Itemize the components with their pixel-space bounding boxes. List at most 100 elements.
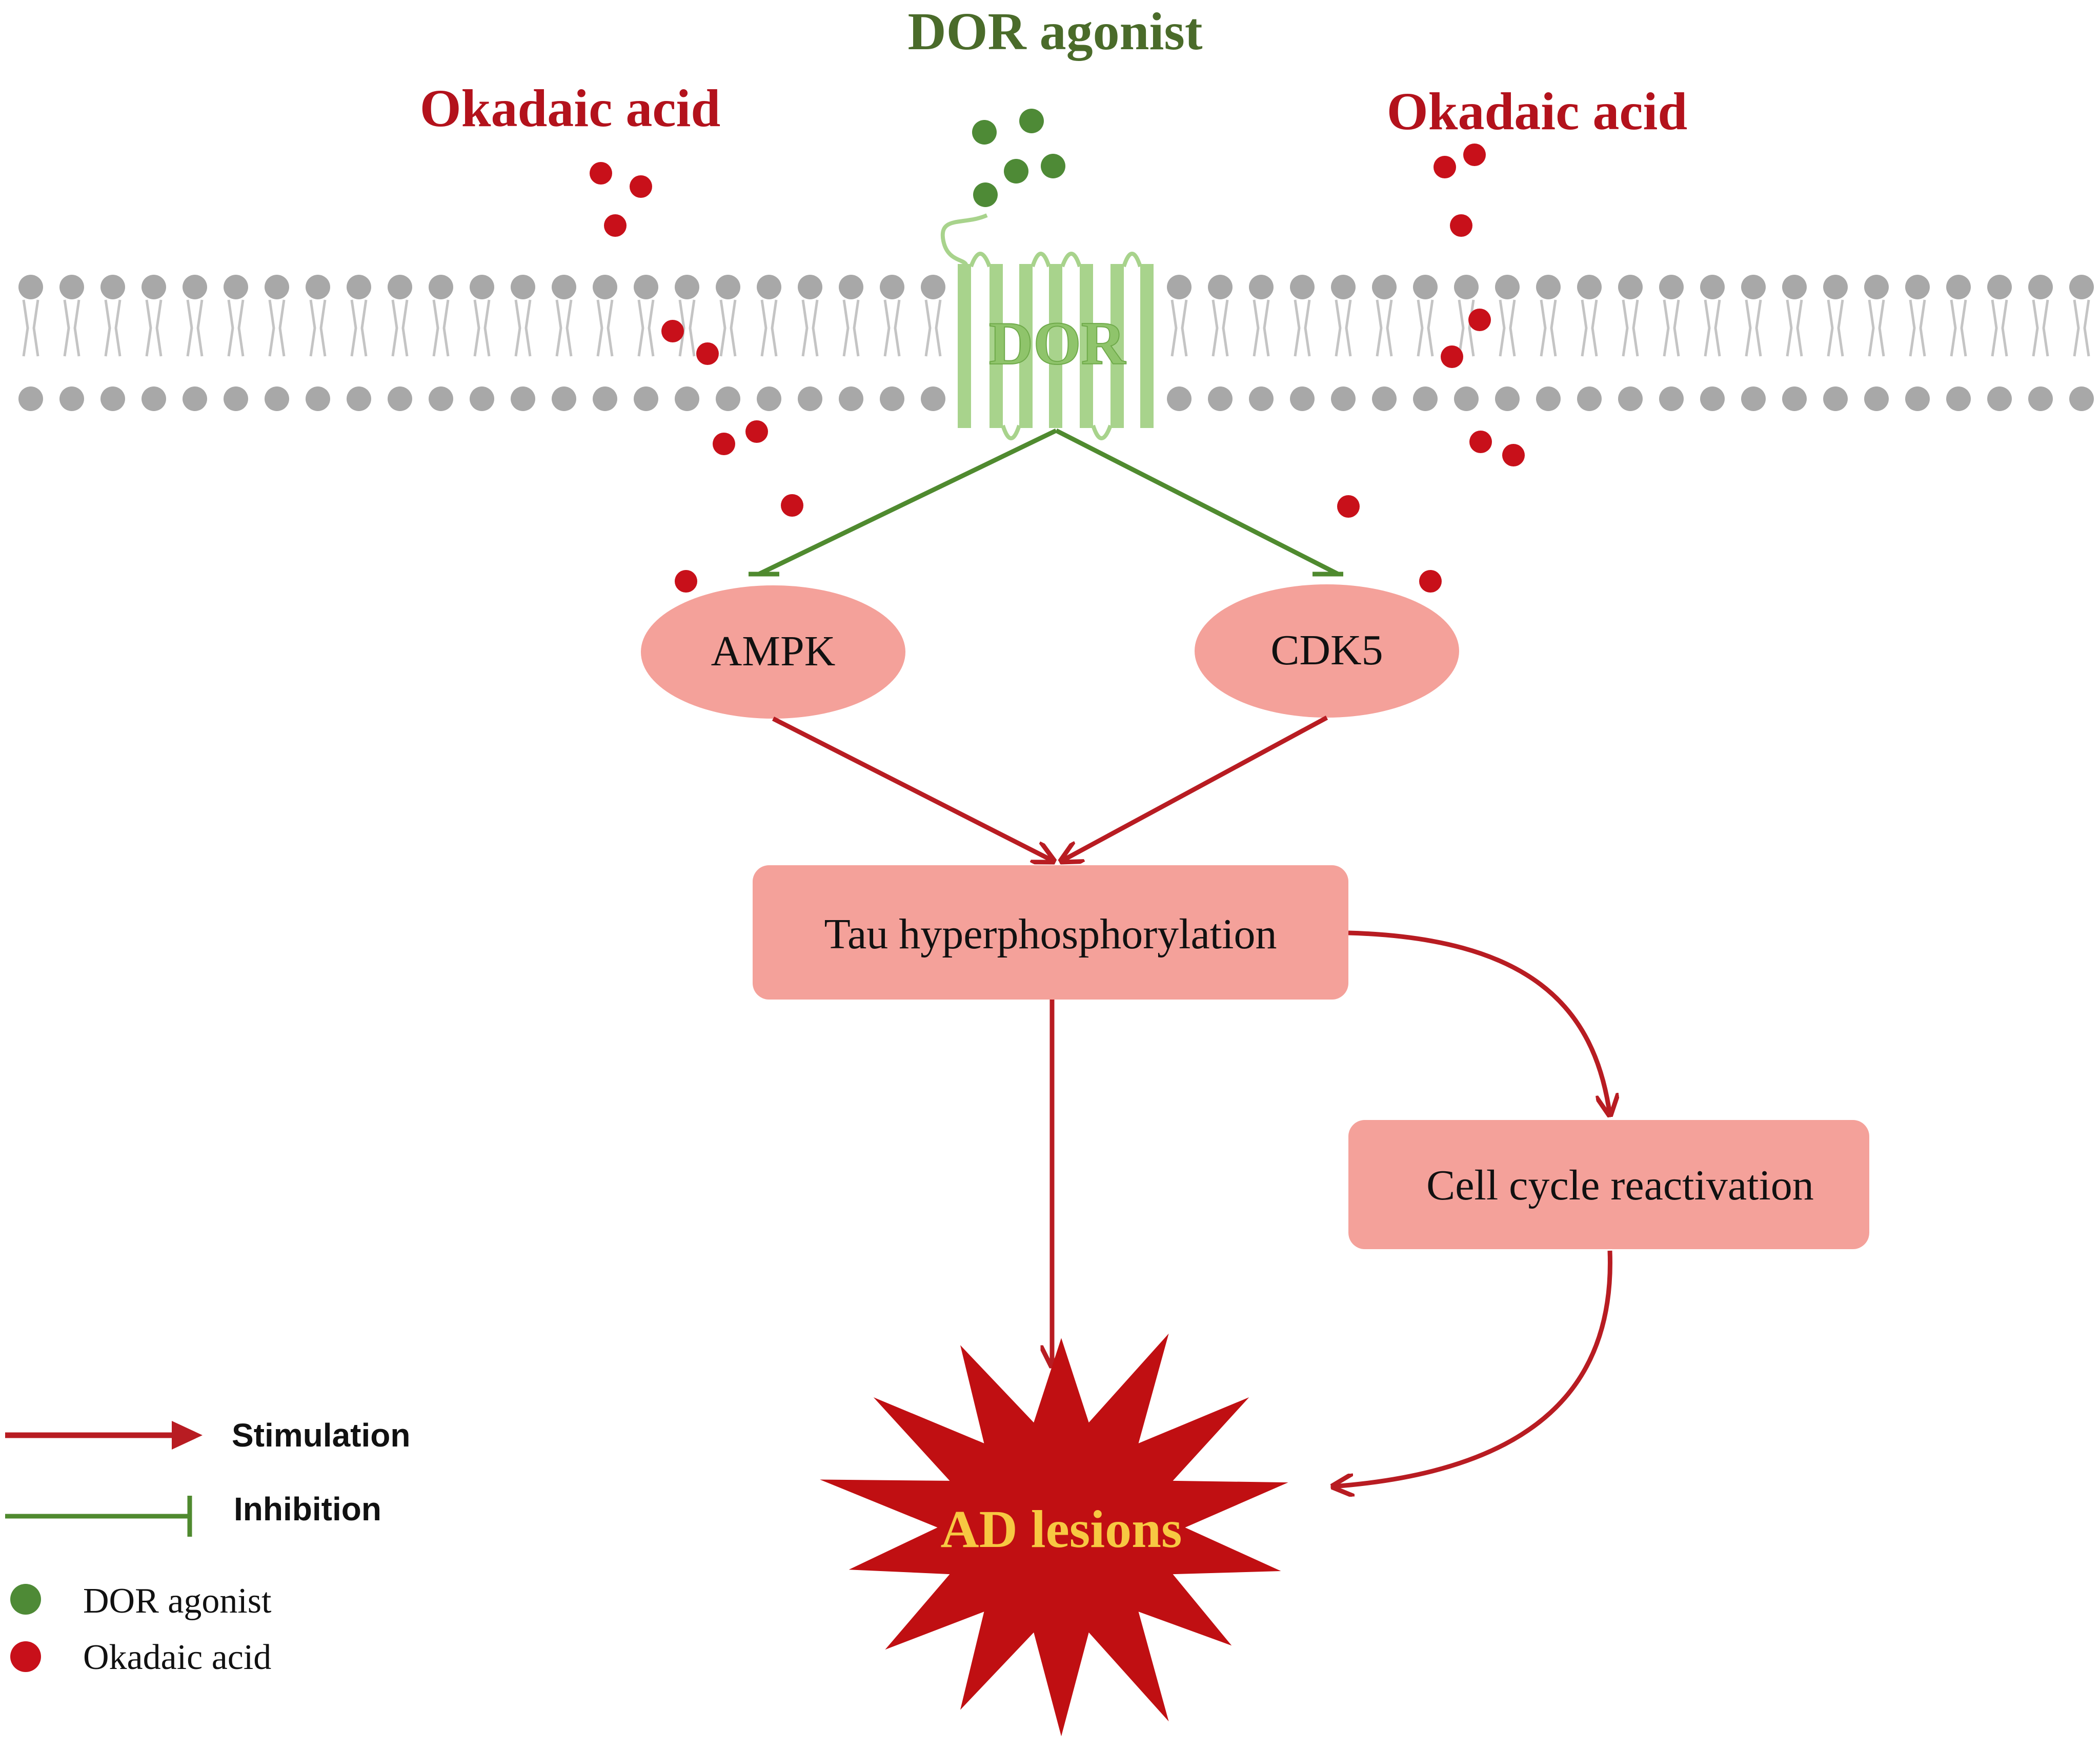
okadaic-acid-dot: [1450, 214, 1472, 237]
lipid-head: [142, 275, 166, 299]
lipid-head: [1331, 386, 1356, 411]
receptor-label: DOR: [989, 309, 1126, 377]
lipid-head: [1454, 386, 1479, 411]
lipid-head: [347, 275, 371, 299]
lipid-head: [183, 275, 207, 299]
lipid-head: [675, 275, 699, 299]
red-dot-icon: [10, 1641, 41, 1672]
lipid-head: [757, 386, 781, 411]
lipid-head: [880, 275, 904, 299]
lipid-head: [18, 386, 43, 411]
lipid-head: [1618, 275, 1643, 299]
lipid-head: [1782, 275, 1807, 299]
molecule-dots: [590, 109, 1525, 593]
lipid-head: [1905, 386, 1930, 411]
ad-lesions-label: AD lesions: [941, 1500, 1182, 1559]
lipid-head: [1987, 386, 2012, 411]
legend-arrow-icon: [172, 1421, 203, 1450]
lipid-head: [1782, 386, 1807, 411]
lipid-head: [306, 386, 330, 411]
lipid-head: [347, 386, 371, 411]
lipid-head: [388, 275, 412, 299]
okadaic-acid-dot: [630, 175, 652, 198]
okadaic-acid-dot: [1502, 444, 1525, 466]
lipid-head: [1208, 386, 1233, 411]
lipid-head: [1331, 275, 1356, 299]
lipid-head: [634, 386, 658, 411]
lipid-head: [921, 275, 945, 299]
lipid-head: [757, 275, 781, 299]
dor-agonist-dot: [973, 182, 998, 207]
cdk5-label: CDK5: [1270, 626, 1383, 674]
lipid-head: [265, 275, 289, 299]
lipid-head: [1495, 386, 1520, 411]
lipid-head: [1823, 386, 1848, 411]
okadaic-acid-dot: [675, 570, 697, 593]
inhibition-edges: [749, 428, 1343, 577]
lipid-head: [1536, 275, 1561, 299]
lipid-head: [1659, 386, 1684, 411]
lipid-head: [552, 275, 576, 299]
cell-cycle-node: Cell cycle reactivation: [1348, 1120, 1869, 1249]
lipid-head: [675, 386, 699, 411]
green-dot-icon: [10, 1584, 41, 1615]
okadaic-acid-dot: [661, 320, 684, 342]
lipid-head: [1372, 275, 1397, 299]
okadaic-acid-dot: [1337, 495, 1360, 518]
legend-dor-agonist: DOR agonist: [10, 1581, 272, 1621]
lipid-head: [1864, 386, 1889, 411]
okadaic-acid-dot: [713, 433, 735, 455]
okadaic-acid-dot: [604, 214, 627, 237]
lipid-head: [100, 275, 125, 299]
lipid-head: [1987, 275, 2012, 299]
lipid-head: [470, 386, 494, 411]
dor-agonist-dot: [1004, 159, 1028, 184]
okadaic-acid-dot: [1433, 156, 1456, 178]
lipid-head: [1700, 386, 1725, 411]
lipid-head: [1167, 275, 1192, 299]
lipid-head: [1823, 275, 1848, 299]
lipid-head: [1577, 275, 1602, 299]
legend-stimulation-label: Stimulation: [232, 1417, 410, 1454]
lipid-head: [1249, 275, 1274, 299]
legend-okadaic-acid: Okadaic acid: [10, 1638, 271, 1677]
lipid-head: [2028, 275, 2053, 299]
lipid-head: [1946, 275, 1971, 299]
lipid-head: [265, 386, 289, 411]
lipid-head: [798, 275, 822, 299]
lipid-head: [470, 275, 494, 299]
lipid-head: [306, 275, 330, 299]
ampk-label: AMPK: [711, 627, 836, 675]
lipid-head: [839, 275, 863, 299]
lipid-head: [388, 386, 412, 411]
okadaic-acid-dot: [781, 494, 803, 517]
lipid-head: [2069, 275, 2094, 299]
lipid-head: [59, 275, 84, 299]
stimulation-edges: [772, 716, 1610, 1486]
lipid-head: [1741, 386, 1766, 411]
lipid-head: [1946, 386, 1971, 411]
lipid-head: [798, 386, 822, 411]
lipid-head: [1618, 386, 1643, 411]
lipid-head: [634, 275, 658, 299]
lipid-head: [716, 275, 740, 299]
okadaic-acid-dot: [590, 162, 612, 185]
okadaic-acid-dot: [696, 342, 719, 365]
lipid-head: [1536, 386, 1561, 411]
tau-node: Tau hyperphosphorylation: [753, 865, 1348, 1000]
cdk5-node: CDK5: [1195, 584, 1459, 718]
lipid-head: [1413, 386, 1438, 411]
ampk-node: AMPK: [641, 585, 905, 719]
lipid-head: [2069, 386, 2094, 411]
lipid-head: [921, 386, 945, 411]
lipid-head: [1413, 275, 1438, 299]
lipid-head: [59, 386, 84, 411]
lipid-head: [2028, 386, 2053, 411]
dor-agonist-dot: [972, 120, 997, 145]
lipid-head: [1864, 275, 1889, 299]
lipid-head: [1659, 275, 1684, 299]
okadaic-acid-dot: [745, 420, 768, 443]
lipid-head: [593, 386, 617, 411]
lipid-head: [429, 386, 453, 411]
lipid-head: [1290, 386, 1315, 411]
